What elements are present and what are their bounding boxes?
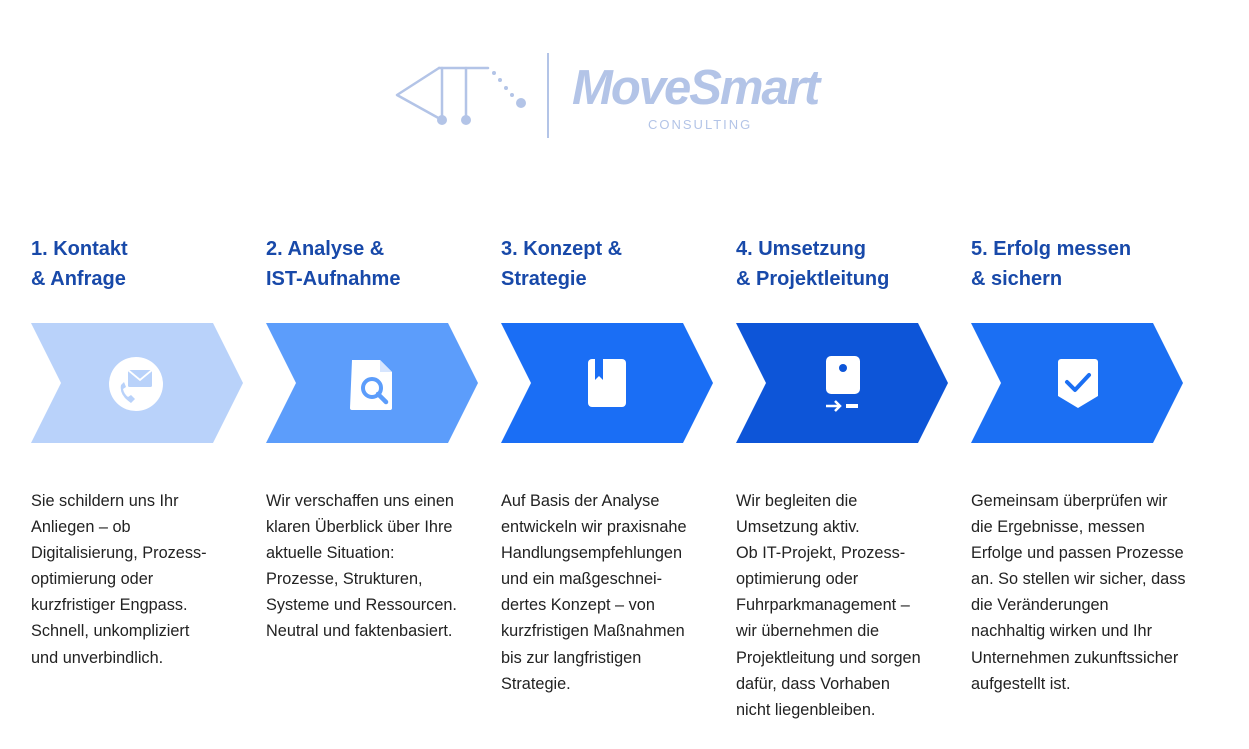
brand-logo: MoveSmart CONSULTING	[390, 50, 860, 145]
brand-name: MoveSmart	[572, 61, 820, 115]
step-title: 5. Erfolg messen & sichern	[971, 238, 1132, 290]
shield-check-icon	[1058, 359, 1098, 408]
step-description: Wir verschaffen uns einen klaren Überbli…	[266, 492, 457, 641]
logo-divider	[547, 53, 549, 138]
device-arrow-icon	[826, 356, 860, 412]
document-search-icon	[350, 360, 392, 410]
step-1: 1. Kontakt & Anfrage Sie schildern uns I…	[31, 0, 266, 749]
step-3: 3. Konzept & Strategie Auf Basis der Ana…	[501, 0, 736, 749]
step-4: 4. Umsetzung & Projektleitung Wir beglei…	[736, 0, 971, 749]
step-description: Sie schildern uns Ihr Anliegen – ob Digi…	[31, 492, 207, 667]
step-title: 3. Konzept & Strategie	[501, 238, 623, 290]
brand-subtitle: CONSULTING	[648, 117, 753, 132]
step-description: Gemeinsam überprüfen wir die Ergebnisse,…	[971, 492, 1186, 693]
step-5: 5. Erfolg messen & sichern Gemeinsam übe…	[971, 0, 1206, 749]
step-description: Auf Basis der Analyse entwickeln wir pra…	[501, 492, 687, 693]
route-icon	[395, 66, 526, 125]
step-description: Wir begleiten die Umsetzung aktiv. Ob IT…	[736, 492, 921, 719]
book-icon	[588, 359, 626, 407]
step-title: 1. Kontakt & Anfrage	[31, 238, 128, 290]
step-2: 2. Analyse & IST-Aufnahme Wir verschaffe…	[266, 0, 501, 749]
step-title: 2. Analyse & IST-Aufnahme	[266, 238, 401, 290]
step-title: 4. Umsetzung & Projektleitung	[736, 238, 890, 290]
phone-mail-icon	[109, 357, 163, 411]
